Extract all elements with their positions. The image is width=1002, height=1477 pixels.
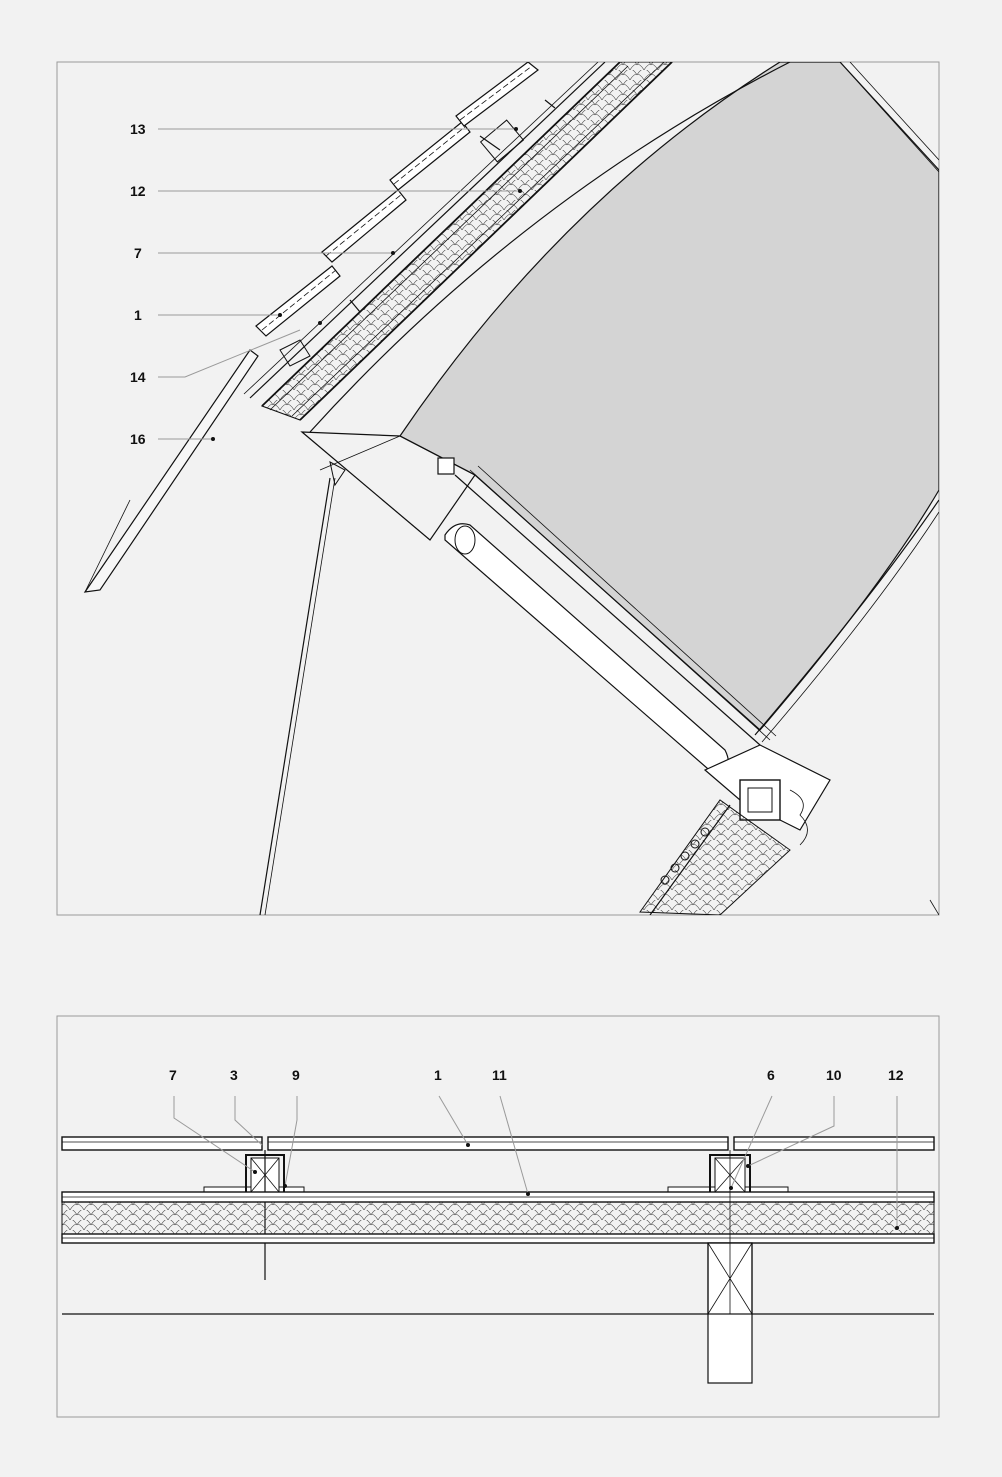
label-14: 14 — [130, 329, 301, 385]
svg-text:1: 1 — [434, 1067, 442, 1083]
sandwich-panel — [61, 1191, 935, 1244]
label-1: 1 — [134, 307, 322, 325]
svg-text:3: 3 — [230, 1067, 238, 1083]
label-b10: 10 — [746, 1067, 842, 1168]
roof-tiles — [255, 62, 539, 337]
svg-text:13: 13 — [130, 121, 146, 137]
svg-text:11: 11 — [492, 1067, 507, 1083]
label-b7: 7 — [169, 1067, 257, 1174]
svg-text:14: 14 — [130, 369, 146, 385]
label-b9: 9 — [283, 1067, 300, 1188]
label-b12: 12 — [888, 1067, 904, 1230]
label-b1: 1 — [434, 1067, 470, 1147]
svg-text:10: 10 — [826, 1067, 842, 1083]
label-16: 16 — [130, 431, 215, 447]
svg-text:1: 1 — [134, 307, 142, 323]
bottom-detail-drawing — [61, 1136, 935, 1384]
batten-left — [203, 1150, 305, 1280]
svg-text:7: 7 — [169, 1067, 177, 1083]
batten-right — [667, 1154, 789, 1193]
label-b6: 6 — [729, 1067, 775, 1190]
lower-node — [639, 744, 939, 915]
rafter — [707, 1150, 753, 1384]
eaves-blade — [83, 349, 259, 593]
bottom-labels: 7 3 9 1 11 6 10 — [169, 1067, 904, 1230]
bottom-detail-frame — [56, 1015, 940, 1418]
svg-text:12: 12 — [130, 183, 146, 199]
glazing-bar — [444, 465, 777, 776]
svg-text:9: 9 — [292, 1067, 300, 1083]
glazing-panel — [399, 62, 939, 731]
cover-plates — [61, 1136, 935, 1151]
label-7: 7 — [134, 245, 395, 261]
svg-text:6: 6 — [767, 1067, 775, 1083]
svg-text:7: 7 — [134, 245, 142, 261]
label-12: 12 — [130, 183, 522, 199]
label-13: 13 — [130, 121, 518, 137]
svg-text:16: 16 — [130, 431, 146, 447]
top-labels: 13 12 7 1 14 16 — [130, 121, 522, 447]
top-detail-drawing — [83, 62, 939, 915]
svg-text:12: 12 — [888, 1067, 904, 1083]
roof-layers — [243, 62, 673, 421]
label-b3: 3 — [230, 1067, 263, 1146]
label-b11: 11 — [492, 1067, 530, 1196]
tie-rod — [259, 477, 331, 915]
